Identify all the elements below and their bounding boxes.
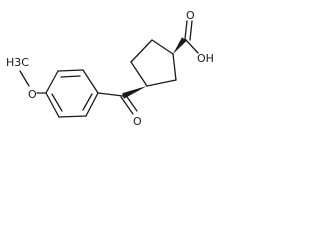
benzene-bond: [45, 92, 60, 118]
carbonyl-to-ring-bond: [97, 92, 124, 97]
benzene-bond: [82, 69, 99, 94]
hydroxyl-label: OH: [197, 52, 214, 65]
ring-bond: [130, 39, 153, 63]
benzene-bond: [85, 92, 99, 117]
benzene-bond: [45, 70, 59, 94]
ring-bond: [172, 53, 177, 81]
acid-double-bond: [189, 20, 193, 41]
carboxylic-acid-group: [184, 20, 199, 54]
benzene-inner-double-bond: [82, 93, 93, 111]
carbonyl-double-bond: [124, 93, 138, 112]
methoxy-oxygen-label: O: [28, 88, 37, 101]
carbonyl-oxygen-label: O: [133, 115, 142, 128]
acid-oxygen-label: O: [186, 9, 195, 22]
benzene-bond: [58, 115, 87, 118]
structure-diagram: OH O O O H3C: [6, 9, 214, 128]
methyl-label: H3C: [6, 56, 29, 69]
benzene-bond: [57, 69, 84, 72]
ring-bond: [146, 79, 177, 87]
wedge-bond-to-carbonyl: [122, 86, 147, 99]
ring-bond: [130, 61, 148, 87]
ring-bond: [151, 39, 174, 55]
carbonyl-group: [97, 92, 138, 115]
methoxy-methyl-bond: [19, 70, 30, 87]
cyclopentane-ring: [130, 39, 177, 87]
benzene-ring: [45, 69, 99, 118]
molecule-canvas: OH O O O H3C: [0, 0, 233, 148]
methoxy-group: [19, 70, 47, 94]
benzene-inner-double-bond: [51, 93, 63, 112]
benzene-inner-double-bond: [60, 75, 81, 78]
acid-double-bond: [184, 20, 188, 40]
carbonyl-double-bond: [120, 96, 134, 115]
acid-single-bond: [184, 38, 199, 54]
wedge-bond-to-carboxyl: [173, 37, 187, 54]
